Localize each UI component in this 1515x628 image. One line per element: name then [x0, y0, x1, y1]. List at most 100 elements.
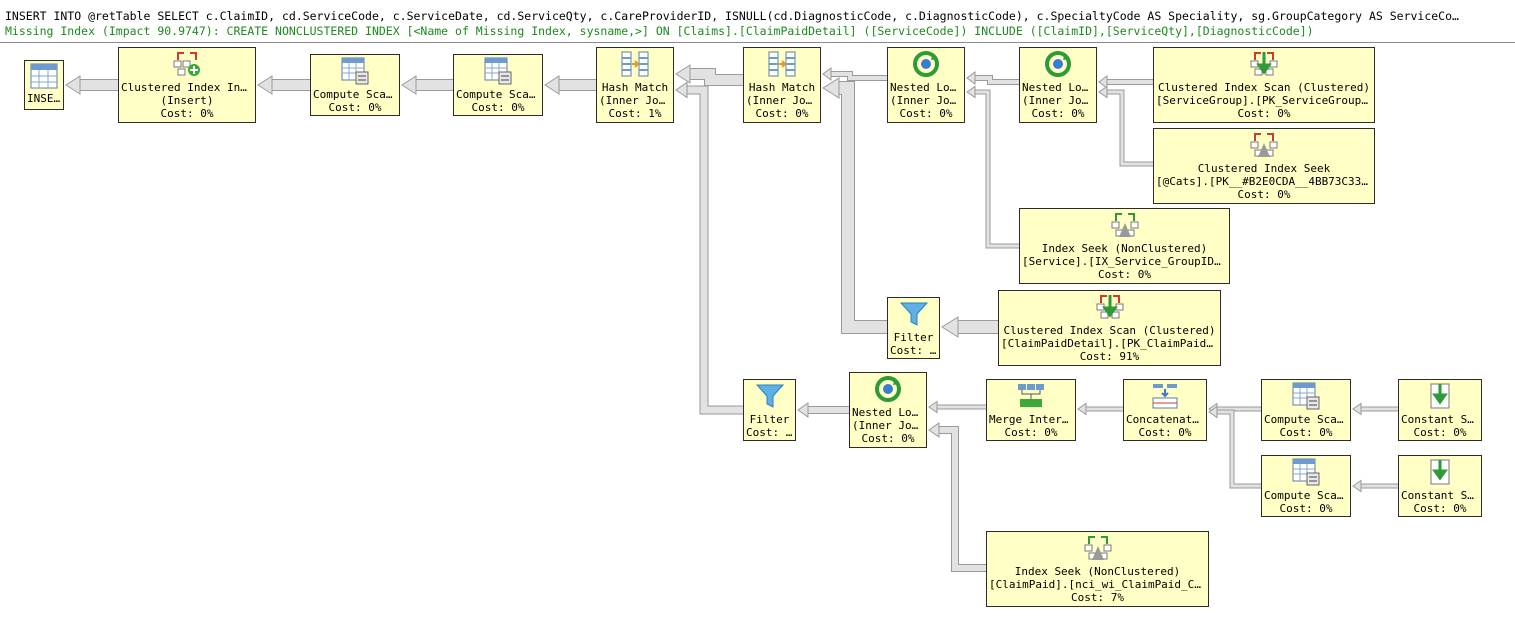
nested-loops-icon — [1020, 50, 1096, 81]
arrow-cis-sg-to-nl2[interactable] — [1098, 75, 1153, 89]
insert-table-icon — [25, 63, 63, 92]
node-label: Constant Scan — [1401, 413, 1481, 426]
arrow-concat-to-merge[interactable] — [1077, 402, 1123, 416]
node-label: Constant Scan — [1401, 489, 1481, 502]
node-cost: Cost: 0% — [755, 107, 809, 120]
filter-icon — [744, 382, 795, 413]
node-label: Compute Scalar — [1264, 413, 1350, 426]
arrow-nl2-to-nl1[interactable] — [966, 71, 1019, 85]
arrow-ci-insert-to-insert[interactable] — [65, 75, 118, 95]
node-cost: Cost: 0% — [160, 107, 214, 120]
compute-scalar-icon — [454, 57, 542, 88]
node-sublabel: (Inner Join) — [746, 94, 820, 107]
arrow-hm1-to-cs2[interactable] — [544, 75, 596, 95]
node-sublabel: (Inner Join) — [852, 419, 926, 432]
node-label: Index Seek (NonClustered) — [1014, 565, 1181, 578]
constant-scan-icon — [1399, 382, 1481, 413]
arrow-is-service-to-nl1[interactable] — [966, 85, 1019, 249]
compute-scalar-icon — [1262, 382, 1350, 413]
arrow-nl1-to-hm2[interactable] — [822, 67, 887, 81]
node-hash-match-1[interactable]: Hash Match (Inner Join) Cost: 1% — [596, 47, 674, 123]
node-filter-1[interactable]: Filter Cost: 0% — [887, 297, 940, 359]
node-sublabel: [@Cats].[PK__#B2E0CDA__4BB73C33B4D0… — [1156, 175, 1374, 188]
node-sublabel: (Inner Join) — [890, 94, 964, 107]
arrow-cis-cpd-to-filter1[interactable] — [941, 316, 998, 338]
node-label: Nested Loops — [852, 406, 926, 419]
arrow-filter2-to-hm1[interactable] — [675, 81, 743, 415]
node-compute-scalar-4[interactable]: Compute Scalar Cost: 0% — [1261, 455, 1351, 517]
index-seek-icon — [987, 534, 1208, 565]
node-cost: Cost: 0% — [1237, 107, 1291, 120]
node-cost: Cost: 0% — [1237, 188, 1291, 201]
node-cost: Cost: 0% — [471, 101, 525, 114]
node-cost: Cost: 0% — [1413, 502, 1467, 515]
node-sublabel: [ClaimPaidDetail].[PK_ClaimPaidDeta… — [1001, 337, 1220, 350]
node-cost: Cost: 0% — [890, 344, 939, 357]
node-index-seek-claimpaid[interactable]: Index Seek (NonClustered) [ClaimPaid].[n… — [986, 531, 1209, 607]
hash-match-icon — [597, 50, 673, 81]
node-cost: Cost: 0% — [899, 107, 953, 120]
arrow-cs4-to-concat[interactable] — [1208, 405, 1261, 489]
node-clustered-index-insert[interactable]: Clustered Index Insert (Insert) Cost: 0% — [118, 47, 256, 123]
node-compute-scalar-2[interactable]: Compute Scalar Cost: 0% — [453, 54, 543, 116]
arrow-const1-to-cs3[interactable] — [1352, 402, 1398, 416]
node-cost: Cost: 1% — [746, 426, 795, 439]
node-filter-2[interactable]: Filter Cost: 1% — [743, 379, 796, 441]
clustered-index-scan-icon — [1154, 50, 1374, 81]
node-label: Hash Match — [601, 81, 669, 94]
node-hash-match-2[interactable]: Hash Match (Inner Join) Cost: 0% — [743, 47, 821, 123]
node-constant-scan-2[interactable]: Constant Scan Cost: 0% — [1398, 455, 1482, 517]
node-label: Compute Scalar — [1264, 489, 1350, 502]
node-clustered-index-scan-servicegroup[interactable]: Clustered Index Scan (Clustered) [Servic… — [1153, 47, 1375, 123]
node-cost: Cost: 1% — [608, 107, 662, 120]
arrow-hm2-to-hm1[interactable] — [675, 64, 743, 86]
clustered-index-seek-icon — [1154, 131, 1374, 162]
node-label: Concatenation — [1126, 413, 1206, 426]
node-sublabel: (Inner Join) — [599, 94, 673, 107]
arrow-ciseek-cats-to-nl2[interactable] — [1098, 85, 1153, 167]
missing-index-hint[interactable]: Missing Index (Impact 90.9747): CREATE N… — [5, 24, 1314, 38]
arrow-cs1-to-ci-insert[interactable] — [257, 75, 310, 95]
node-label: Merge Interval — [989, 413, 1075, 426]
node-sublabel: [ServiceGroup].[PK_ServiceGroup].[s… — [1156, 94, 1374, 107]
node-nested-loops-2[interactable]: Nested Loops (Inner Join) Cost: 0% — [1019, 47, 1097, 123]
index-seek-icon — [1020, 211, 1229, 242]
arrow-is-claimpaid-to-nl3[interactable] — [928, 422, 986, 572]
node-compute-scalar-1[interactable]: Compute Scalar Cost: 0% — [310, 54, 400, 116]
arrow-nl3-to-filter2[interactable] — [797, 402, 849, 418]
node-label: Nested Loops — [1022, 81, 1096, 94]
header-divider — [0, 42, 1515, 43]
node-label: Clustered Index Insert — [121, 81, 255, 94]
node-label: Filter — [749, 413, 790, 426]
arrow-cs2-to-cs1[interactable] — [401, 75, 453, 95]
node-label: Index Seek (NonClustered) — [1041, 242, 1208, 255]
node-label: Compute Scalar — [456, 88, 542, 101]
node-label: Clustered Index Scan (Clustered) — [1158, 81, 1370, 94]
node-clustered-index-seek-cats[interactable]: Clustered Index Seek [@Cats].[PK__#B2E0C… — [1153, 128, 1375, 204]
node-sublabel: [ClaimPaid].[nci_wi_ClaimPaid_CD468… — [989, 578, 1208, 591]
node-clustered-index-scan-claimpaiddetail[interactable]: Clustered Index Scan (Clustered) [ClaimP… — [998, 290, 1221, 366]
node-cost: Cost: 0% — [328, 101, 382, 114]
node-merge-interval[interactable]: Merge Interval Cost: 0% — [986, 379, 1076, 441]
arrow-const2-to-cs4[interactable] — [1352, 479, 1398, 493]
node-sublabel: (Inner Join) — [1022, 94, 1096, 107]
constant-scan-icon — [1399, 458, 1481, 489]
node-nested-loops-1[interactable]: Nested Loops (Inner Join) Cost: 0% — [887, 47, 965, 123]
node-cost: Cost: 0% — [1031, 107, 1085, 120]
clustered-index-insert-icon — [119, 50, 255, 81]
node-compute-scalar-3[interactable]: Compute Scalar Cost: 0% — [1261, 379, 1351, 441]
node-concatenation[interactable]: Concatenation Cost: 0% — [1123, 379, 1207, 441]
node-index-seek-service[interactable]: Index Seek (NonClustered) [Service].[IX_… — [1019, 208, 1230, 284]
node-constant-scan-1[interactable]: Constant Scan Cost: 0% — [1398, 379, 1482, 441]
node-label: Clustered Index Seek — [1197, 162, 1331, 175]
arrow-merge-to-nl3[interactable] — [928, 400, 986, 414]
node-cost: Cost: 0% — [1413, 426, 1467, 439]
node-insert[interactable]: INSERT — [24, 60, 64, 110]
arrow-filter1-to-hm2[interactable] — [822, 77, 887, 334]
node-sublabel: [Service].[IX_Service_GroupID].[s] — [1022, 255, 1229, 268]
node-label: Compute Scalar — [313, 88, 399, 101]
node-cost: Cost: 0% — [1279, 502, 1333, 515]
node-nested-loops-3[interactable]: Nested Loops (Inner Join) Cost: 0% — [849, 372, 927, 448]
merge-interval-icon — [987, 382, 1075, 413]
